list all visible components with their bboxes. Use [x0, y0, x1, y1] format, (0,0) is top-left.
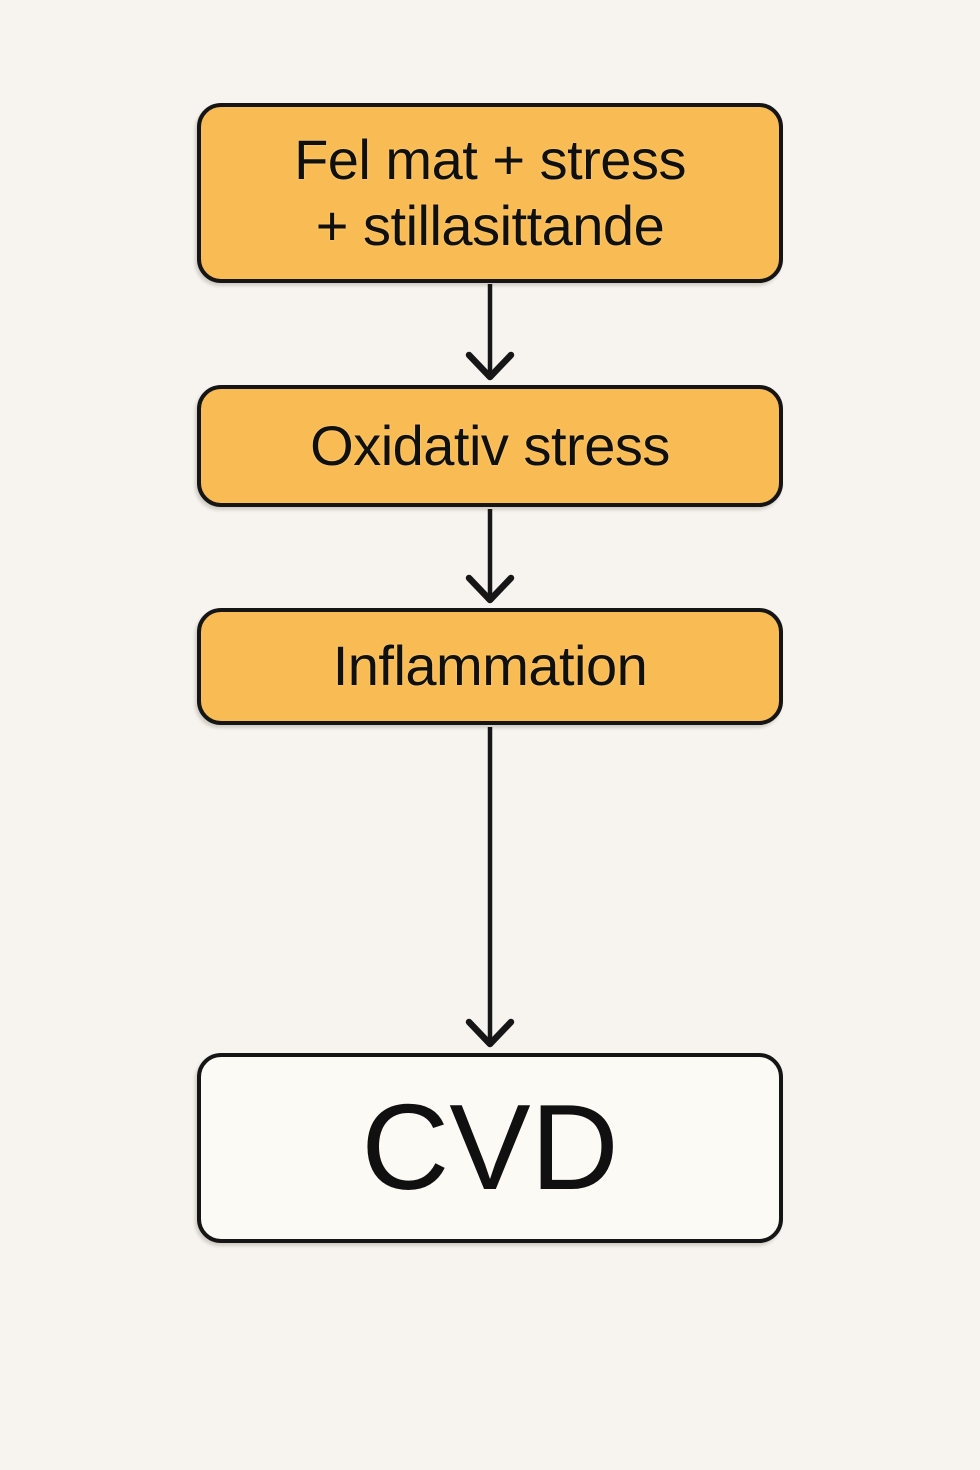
arrow-down-icon	[465, 727, 515, 1048]
node-causes-label-line1: Fel mat + stress	[294, 127, 686, 191]
flowchart-node-oxidative-stress: Oxidativ stress	[197, 385, 783, 507]
node-cvd-label: CVD	[361, 1079, 619, 1216]
arrow-down-icon	[465, 284, 515, 381]
flowchart-node-inflammation: Inflammation	[197, 608, 783, 725]
node-oxidative-stress-label: Oxidativ stress	[310, 413, 670, 477]
flowchart-node-cvd: CVD	[197, 1053, 783, 1243]
node-inflammation-label: Inflammation	[332, 634, 648, 698]
flowchart-node-causes: Fel mat + stress + stillasittande	[197, 103, 783, 283]
arrow-down-icon	[465, 509, 515, 604]
node-causes-label-line2: + stillasittande	[315, 194, 665, 257]
